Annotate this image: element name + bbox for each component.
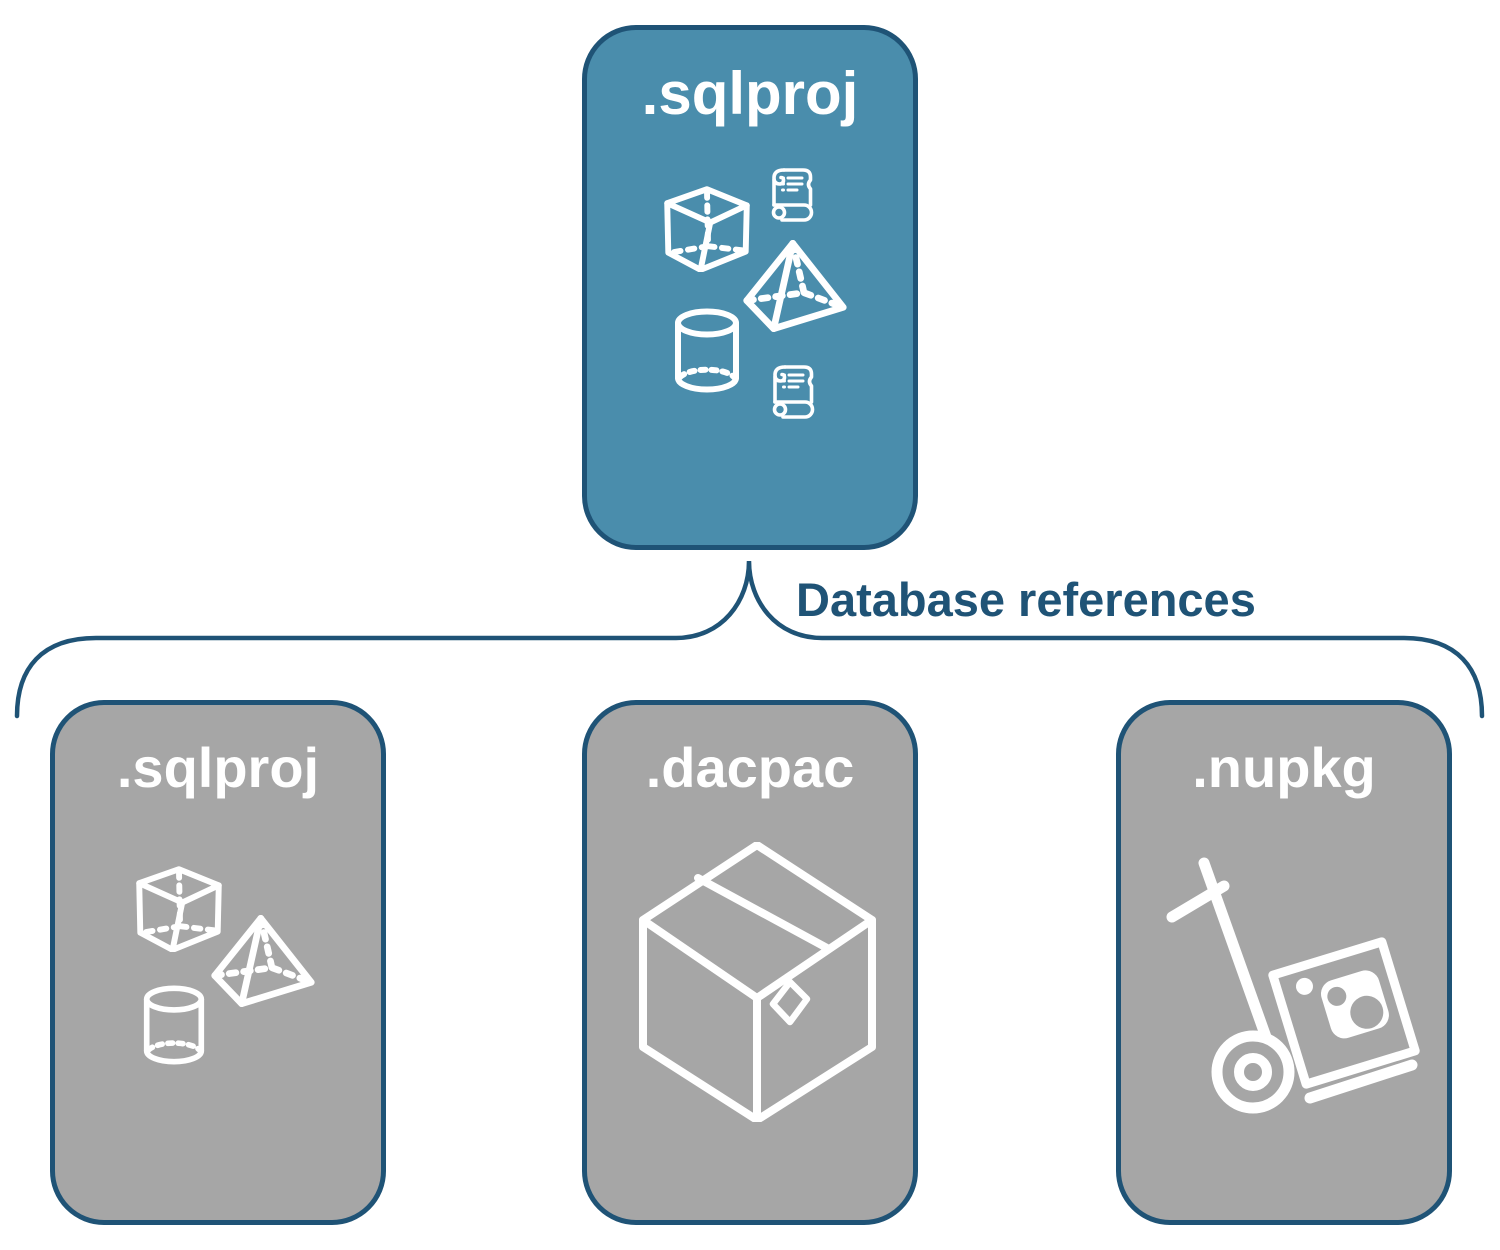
child-node-title: .nupkg [1192, 736, 1376, 799]
cube-icon [136, 866, 222, 952]
hand-truck-package-icon [1160, 855, 1430, 1125]
scroll-icon [763, 360, 823, 422]
child-node-dacpac: .dacpac [582, 700, 918, 1225]
child-node-sqlproj: .sqlproj [50, 700, 386, 1225]
package-box-icon [637, 842, 877, 1122]
connector-label: Database references [796, 573, 1256, 626]
root-node-sqlproj: .sqlproj [582, 25, 918, 550]
pyramid-icon [211, 915, 315, 1007]
child-node-nupkg: .nupkg [1116, 700, 1452, 1225]
pyramid-icon [743, 240, 847, 332]
root-node-title: .sqlproj [641, 60, 859, 127]
cube-icon [664, 186, 750, 272]
scroll-icon [762, 163, 822, 225]
child-node-title: .dacpac [645, 736, 855, 799]
cylinder-icon [672, 308, 742, 393]
child-node-title: .sqlproj [116, 736, 320, 799]
cylinder-icon [141, 985, 207, 1065]
